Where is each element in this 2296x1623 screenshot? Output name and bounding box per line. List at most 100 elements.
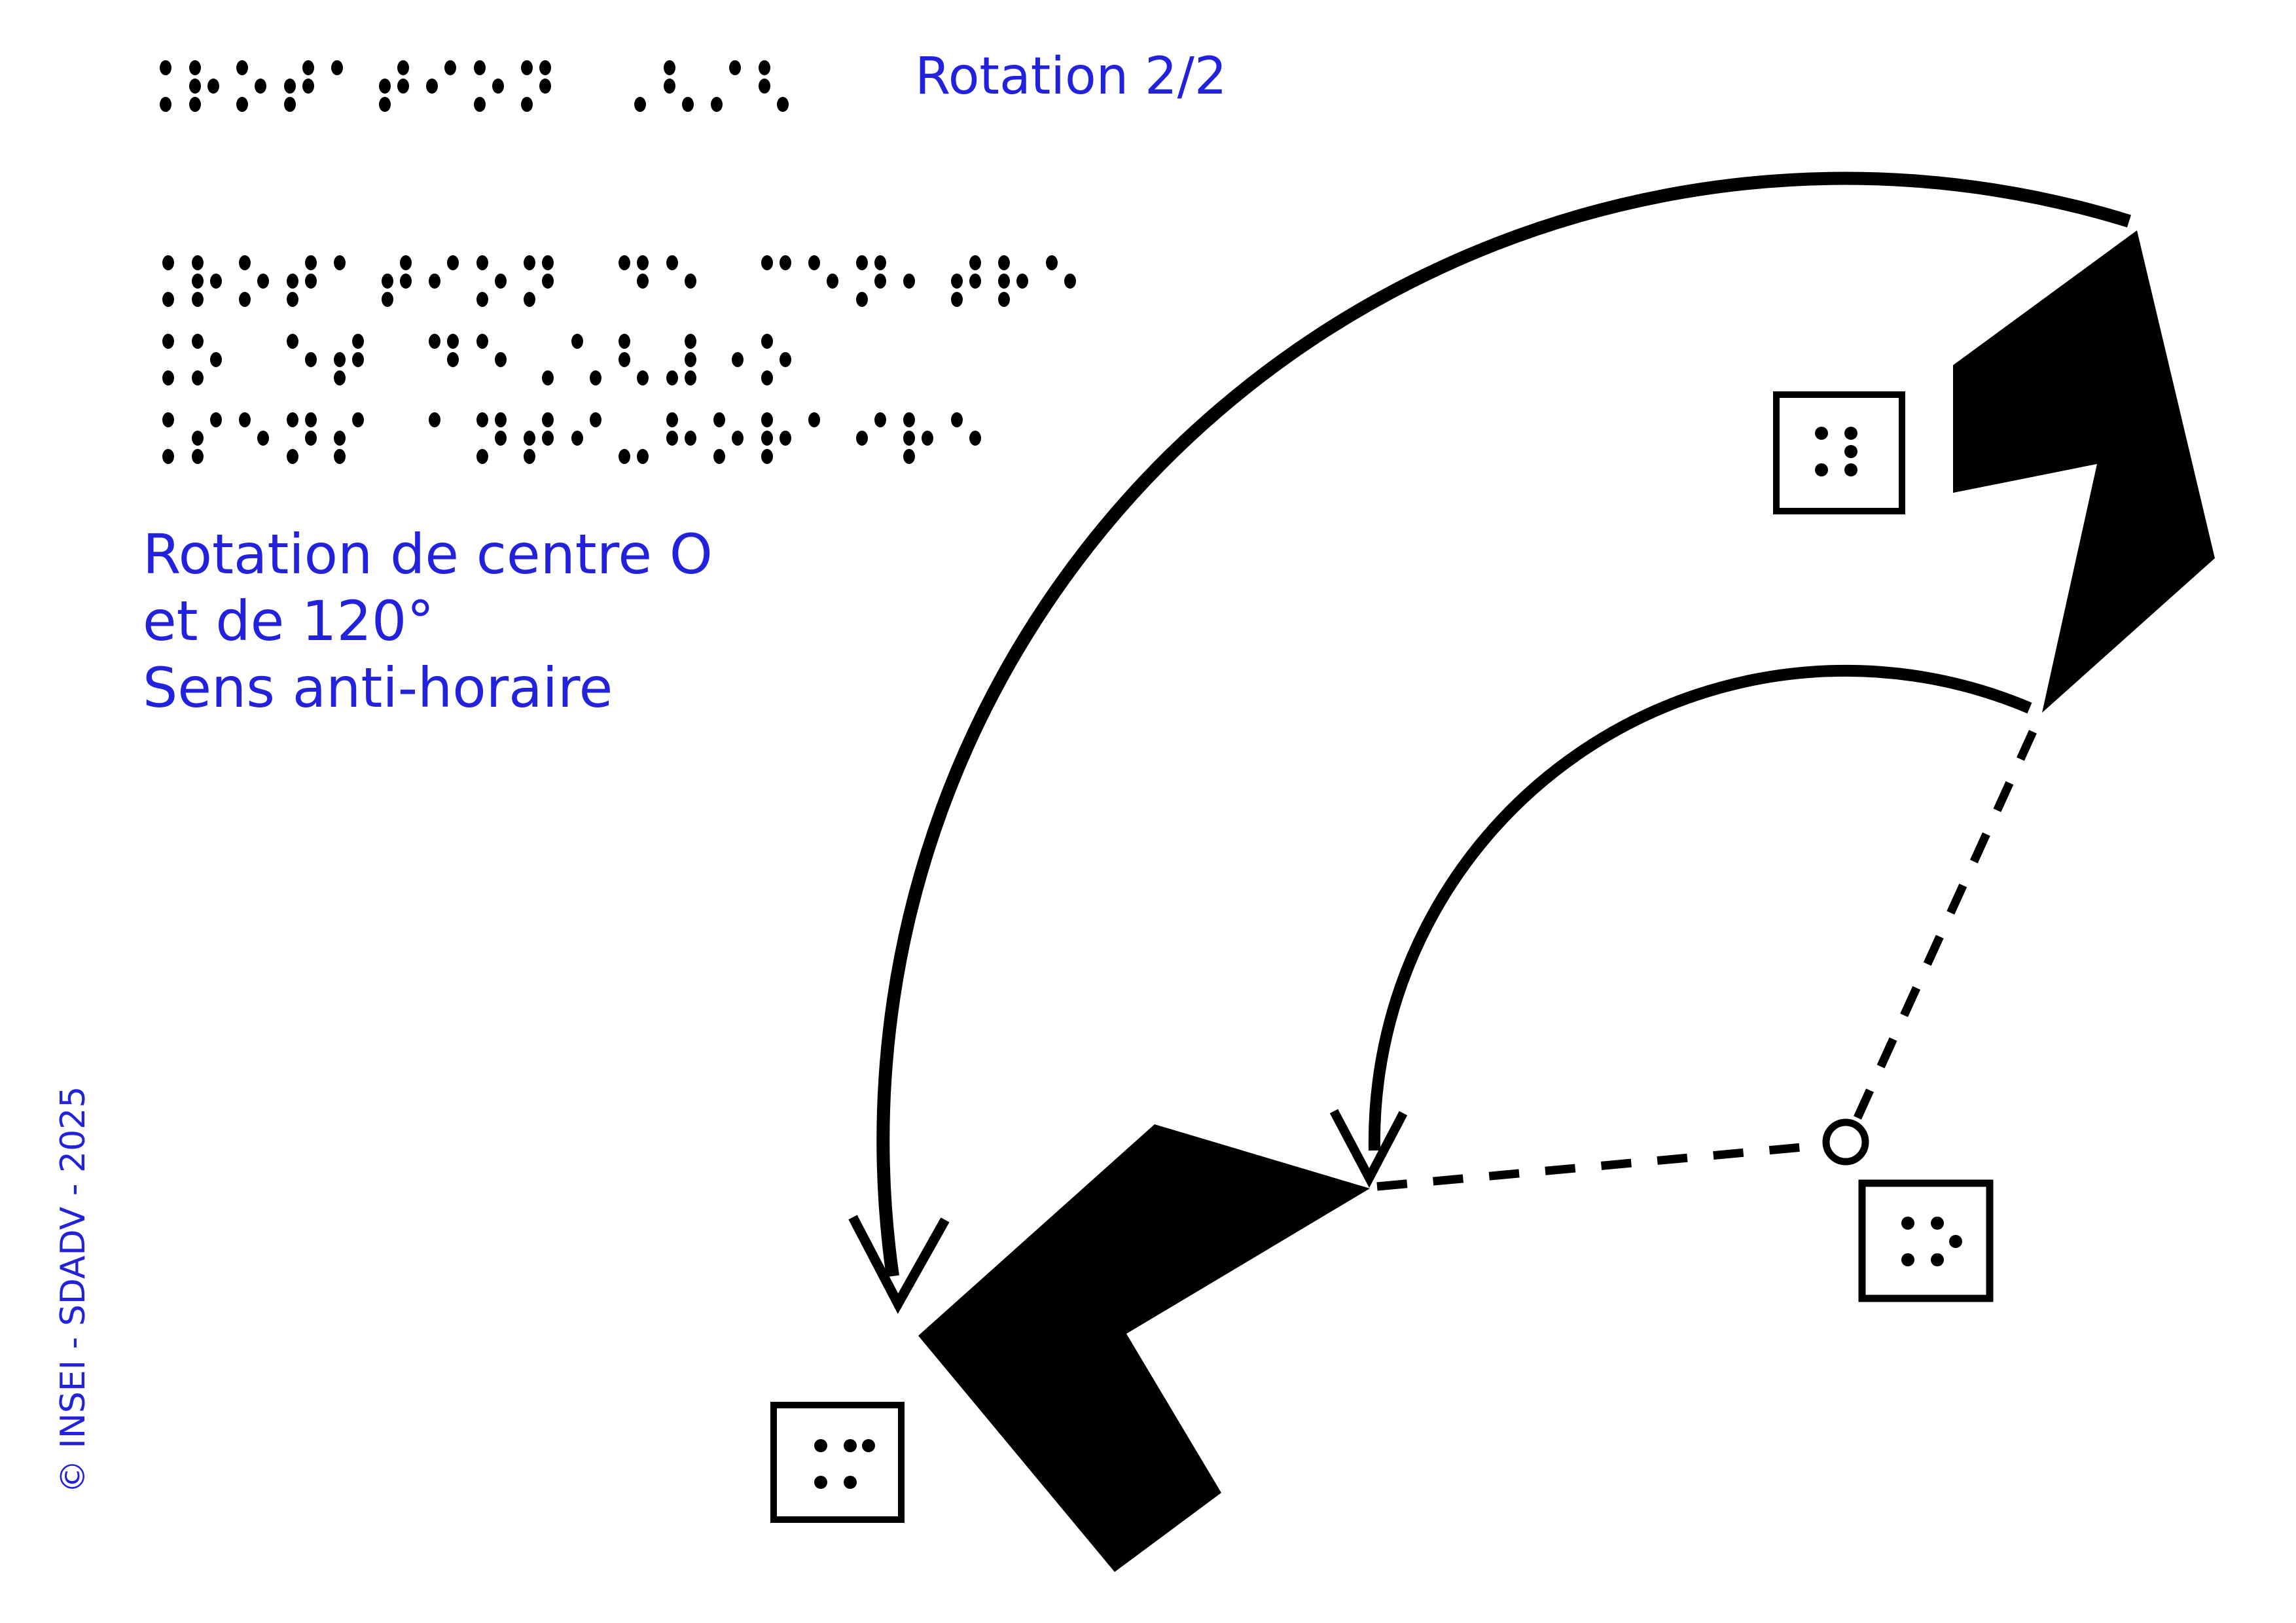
braille-dot xyxy=(209,412,222,427)
braille-dot xyxy=(378,97,391,112)
braille-dot xyxy=(684,334,696,349)
braille-dot xyxy=(637,255,649,270)
braille-dot xyxy=(666,431,678,446)
braille-dot xyxy=(334,352,346,367)
braille-dot xyxy=(239,255,251,270)
braille-dot xyxy=(331,60,343,75)
braille-dot xyxy=(681,97,694,112)
page-title: Rotation 2/2 xyxy=(915,47,1227,106)
braille-dot xyxy=(758,60,770,75)
braille-dot xyxy=(209,274,222,289)
braille-dot xyxy=(542,370,554,385)
braille-dot xyxy=(761,255,773,270)
braille-dot xyxy=(684,274,696,289)
braille-dot xyxy=(666,255,678,270)
braille-dot xyxy=(922,431,933,446)
image-label-box xyxy=(770,1402,905,1523)
braille-dot xyxy=(779,352,791,367)
braille-dot xyxy=(334,255,346,270)
braille-dot xyxy=(619,449,630,464)
braille-dot xyxy=(283,97,296,112)
braille-dot xyxy=(476,255,488,270)
braille-dot xyxy=(521,60,533,75)
braille-dot xyxy=(283,79,296,94)
braille-dot xyxy=(637,449,649,464)
braille-dot xyxy=(1844,445,1857,458)
braille-dot xyxy=(808,255,820,270)
braille-dot xyxy=(334,431,346,446)
braille-dot xyxy=(352,334,364,349)
braille-dot xyxy=(191,370,204,385)
braille-dot xyxy=(207,79,219,94)
braille-dot xyxy=(334,449,346,464)
braille-dot xyxy=(239,412,251,427)
braille-dot xyxy=(814,1476,827,1489)
braille-dot xyxy=(969,274,981,289)
braille-dot xyxy=(160,60,171,75)
braille-dot xyxy=(162,449,174,464)
braille-dot xyxy=(663,79,675,94)
braille-dot xyxy=(286,449,298,464)
braille-dot xyxy=(950,274,963,289)
braille-dot xyxy=(950,292,963,307)
image-arrow-figure xyxy=(918,1124,1370,1572)
instruction-line-3: Sens anti-horaire xyxy=(143,656,613,720)
braille-dot xyxy=(637,370,649,385)
braille-dot xyxy=(761,370,773,385)
braille-dot xyxy=(473,60,486,75)
braille-dot xyxy=(903,274,915,289)
braille-dot xyxy=(732,431,744,446)
braille-dot xyxy=(619,334,630,349)
braille-dot xyxy=(711,97,723,112)
braille-dot xyxy=(903,431,915,446)
braille-dot xyxy=(399,274,412,289)
instruction-line-2: et de 120° xyxy=(143,589,435,653)
braille-dot xyxy=(1901,1253,1914,1266)
braille-dot xyxy=(236,97,248,112)
braille-dot xyxy=(476,334,488,349)
braille-dot xyxy=(542,255,554,270)
braille-dot xyxy=(304,255,317,270)
braille-dot xyxy=(732,352,744,367)
braille-dot xyxy=(162,292,174,307)
braille-dot xyxy=(188,79,201,94)
braille-dot xyxy=(776,97,789,112)
braille-dot xyxy=(191,431,204,446)
braille-dot xyxy=(1815,463,1828,476)
braille-dot xyxy=(381,274,393,289)
instruction-line-1: Rotation de centre O xyxy=(143,522,713,586)
braille-dot xyxy=(492,79,504,94)
braille-dot xyxy=(188,97,201,112)
braille-dot xyxy=(257,431,269,446)
braille-dot xyxy=(713,449,725,464)
braille-dot xyxy=(162,255,174,270)
braille-dot xyxy=(950,412,963,427)
dashed-radius-to-image-figure xyxy=(1376,1141,1824,1191)
braille-dot xyxy=(1948,1235,1962,1248)
braille-dot xyxy=(589,370,601,385)
braille-dot xyxy=(236,60,248,75)
braille-dot xyxy=(969,255,981,270)
braille-dot xyxy=(542,274,554,289)
braille-dot xyxy=(1815,427,1828,440)
braille-dot xyxy=(239,292,251,307)
braille-dot xyxy=(761,412,773,427)
braille-dot xyxy=(634,97,646,112)
braille-dot xyxy=(429,412,440,427)
braille-dot xyxy=(571,334,583,349)
angle-arc-arrowhead-icon xyxy=(1329,1109,1408,1188)
braille-dot xyxy=(352,352,364,367)
outer-rotation-arc xyxy=(876,171,2131,1277)
braille-dot xyxy=(843,1476,857,1489)
braille-dot xyxy=(286,292,298,307)
braille-dot xyxy=(539,79,551,94)
braille-dot xyxy=(758,79,770,94)
braille-dot xyxy=(494,352,507,367)
dashed-radius-to-source-figure xyxy=(1854,715,2043,1120)
braille-dot xyxy=(399,255,412,270)
braille-dot xyxy=(304,352,317,367)
braille-dot xyxy=(397,79,409,94)
braille-dot xyxy=(447,334,459,349)
braille-dot xyxy=(397,60,409,75)
